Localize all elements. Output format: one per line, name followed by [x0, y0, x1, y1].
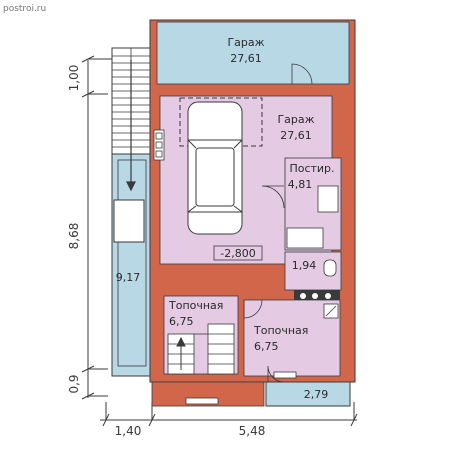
window-box — [113, 199, 145, 243]
terrace-area: 9,17 — [116, 271, 141, 284]
garage-outer-area: 27,61 — [230, 52, 262, 65]
storage-shelf — [317, 185, 339, 213]
garage-inner-name: Гараж — [277, 113, 314, 126]
electric-panel-icon — [153, 129, 165, 161]
garage-outer-name: Гараж — [227, 36, 264, 49]
dim-main-width: 5,48 — [239, 424, 266, 438]
storage-counter — [286, 227, 324, 249]
boiler-burner-1 — [300, 293, 306, 299]
porch — [265, 381, 351, 407]
toilet-icon — [323, 259, 337, 277]
car-icon — [187, 101, 243, 235]
stair-up-arrow-icon — [176, 336, 186, 370]
level-mark: -2,800 — [220, 247, 255, 260]
boiler-right-name: Топочная — [253, 324, 308, 337]
storage-area: 4,81 — [288, 178, 313, 191]
garage-inner-area: 27,61 — [280, 129, 312, 142]
dim-top: 1,00 — [67, 65, 81, 92]
dim-bottom: 0,9 — [67, 374, 81, 393]
boiler-left-name: Топочная — [168, 299, 223, 312]
boiler-burner-2 — [312, 293, 318, 299]
boiler-right-area: 6,75 — [254, 340, 279, 353]
window-plinth — [185, 397, 219, 405]
door-swing-porch — [267, 365, 285, 383]
door-swing-garage — [291, 63, 313, 85]
window-bottom-right — [273, 371, 297, 379]
stair-arrow-icon — [126, 60, 136, 192]
boiler-left-area: 6,75 — [169, 315, 194, 328]
dim-left-width: 1,40 — [115, 424, 142, 438]
terrace-inner-rail — [117, 159, 147, 367]
heater-slash — [325, 305, 337, 317]
garage-outer-floor — [156, 21, 350, 85]
level-mark-box — [213, 245, 263, 261]
boiler-burner-3 — [325, 293, 331, 299]
storage-name: Постир. — [289, 162, 334, 175]
door-swing-icon — [261, 185, 285, 209]
porch-area: 2,79 — [304, 388, 329, 401]
dim-middle: 8,68 — [67, 223, 81, 250]
watermark: postroi.ru — [3, 4, 46, 14]
bath-area: 1,94 — [292, 259, 317, 272]
door-swing-boiler — [243, 299, 263, 319]
